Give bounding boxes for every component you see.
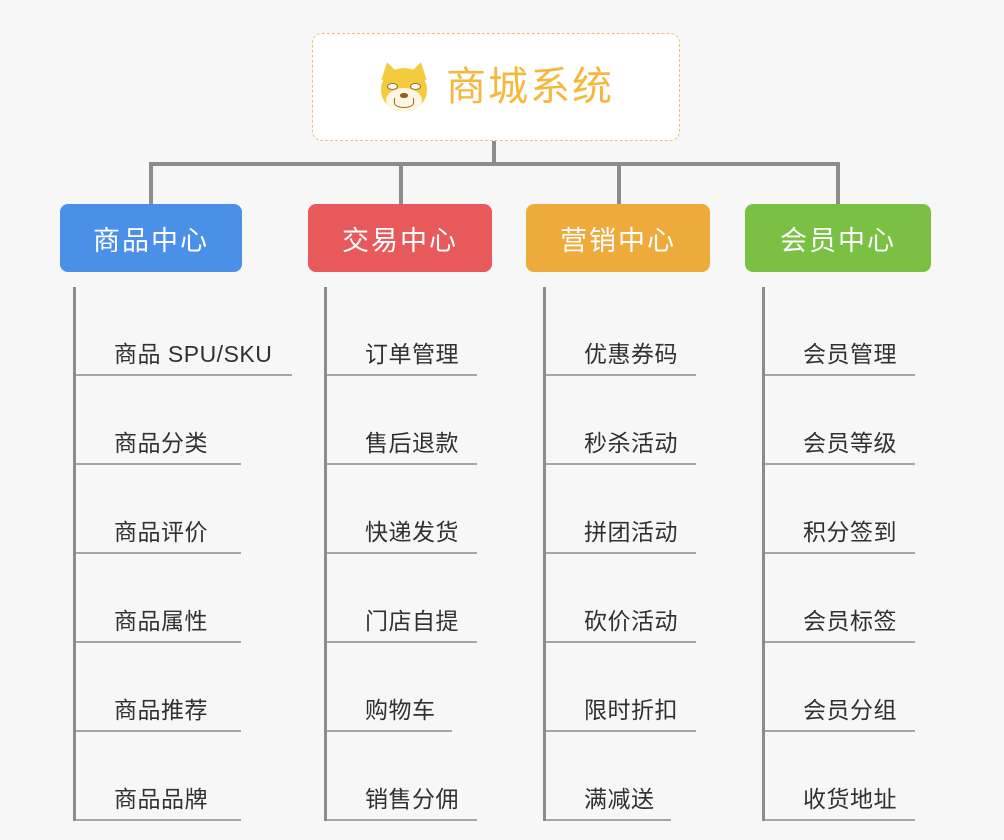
leaf-label: 会员管理 bbox=[803, 341, 897, 367]
leaf-item[interactable]: 会员等级 bbox=[765, 376, 931, 465]
leaf-underline bbox=[327, 552, 477, 554]
leaf-underline bbox=[546, 463, 696, 465]
leaf-label: 商品评价 bbox=[114, 519, 208, 545]
leaf-underline bbox=[327, 641, 477, 643]
leaf-group-product-center: 商品 SPU/SKU 商品分类商品评价商品属性商品推荐商品品牌 bbox=[73, 287, 292, 821]
leaf-underline bbox=[765, 552, 915, 554]
leaf-item[interactable]: 商品品牌 bbox=[76, 732, 272, 821]
drop-product-center bbox=[149, 162, 153, 204]
leaf-item[interactable]: 会员分组 bbox=[765, 643, 931, 732]
leaf-group-marketing-center: 优惠券码秒杀活动拼团活动砍价活动限时折扣满减送 bbox=[543, 287, 710, 821]
leaf-item[interactable]: 商品 SPU/SKU bbox=[76, 287, 292, 376]
leaf-item[interactable]: 拼团活动 bbox=[546, 465, 710, 554]
leaf-label: 会员分组 bbox=[803, 697, 897, 723]
leaf-underline bbox=[76, 552, 241, 554]
leaf-label: 秒杀活动 bbox=[584, 430, 678, 456]
drop-member-center bbox=[836, 162, 840, 204]
column-trade-center: 交易中心订单管理售后退款快递发货门店自提购物车销售分佣 bbox=[308, 204, 492, 821]
leaf-label: 商品品牌 bbox=[114, 786, 208, 812]
leaf-label: 购物车 bbox=[365, 697, 436, 723]
leaf-item[interactable]: 订单管理 bbox=[327, 287, 492, 376]
leaf-label: 限时折扣 bbox=[584, 697, 678, 723]
leaf-item[interactable]: 门店自提 bbox=[327, 554, 492, 643]
leaf-label: 拼团活动 bbox=[584, 519, 678, 545]
leaf-item[interactable]: 售后退款 bbox=[327, 376, 492, 465]
leaf-underline bbox=[327, 374, 477, 376]
column-marketing-center: 营销中心优惠券码秒杀活动拼团活动砍价活动限时折扣满减送 bbox=[526, 204, 710, 821]
drop-trade-center bbox=[399, 162, 403, 204]
leaf-item[interactable]: 商品属性 bbox=[76, 554, 272, 643]
leaf-label: 商品分类 bbox=[114, 430, 208, 456]
leaf-item[interactable]: 秒杀活动 bbox=[546, 376, 710, 465]
root-node[interactable]: 商城系统 bbox=[312, 33, 680, 141]
leaf-item[interactable]: 销售分佣 bbox=[327, 732, 492, 821]
leaf-item[interactable]: 优惠券码 bbox=[546, 287, 710, 376]
leaf-underline bbox=[765, 374, 915, 376]
category-box-trade-center[interactable]: 交易中心 bbox=[308, 204, 492, 272]
leaf-label: 门店自提 bbox=[365, 608, 459, 634]
category-box-member-center[interactable]: 会员中心 bbox=[745, 204, 931, 272]
leaf-underline bbox=[76, 641, 241, 643]
leaf-item[interactable]: 商品分类 bbox=[76, 376, 272, 465]
leaf-item[interactable]: 收货地址 bbox=[765, 732, 931, 821]
leaf-underline bbox=[76, 463, 241, 465]
leaf-item[interactable]: 商品推荐 bbox=[76, 643, 272, 732]
leaf-label: 商品 SPU/SKU bbox=[114, 341, 273, 367]
leaf-underline bbox=[546, 552, 696, 554]
leaf-item[interactable]: 商品评价 bbox=[76, 465, 272, 554]
drop-marketing-center bbox=[617, 162, 621, 204]
horizontal-bus bbox=[149, 162, 840, 166]
leaf-underline bbox=[327, 463, 477, 465]
leaf-label: 商品推荐 bbox=[114, 697, 208, 723]
leaf-underline bbox=[76, 730, 241, 732]
column-member-center: 会员中心会员管理会员等级积分签到会员标签会员分组收货地址 bbox=[745, 204, 931, 821]
leaf-label: 满减送 bbox=[584, 786, 655, 812]
leaf-label: 快递发货 bbox=[365, 519, 459, 545]
leaf-item[interactable]: 满减送 bbox=[546, 732, 710, 821]
leaf-underline bbox=[76, 374, 292, 376]
leaf-label: 商品属性 bbox=[114, 608, 208, 634]
leaf-label: 会员标签 bbox=[803, 608, 897, 634]
leaf-group-member-center: 会员管理会员等级积分签到会员标签会员分组收货地址 bbox=[762, 287, 931, 821]
leaf-label: 收货地址 bbox=[803, 786, 897, 812]
root-title: 商城系统 bbox=[446, 65, 614, 109]
category-box-product-center[interactable]: 商品中心 bbox=[60, 204, 242, 272]
leaf-label: 售后退款 bbox=[365, 430, 459, 456]
leaf-underline bbox=[546, 374, 696, 376]
leaf-underline bbox=[765, 463, 915, 465]
leaf-item[interactable]: 快递发货 bbox=[327, 465, 492, 554]
leaf-underline bbox=[327, 819, 477, 821]
category-box-marketing-center[interactable]: 营销中心 bbox=[526, 204, 710, 272]
leaf-label: 砍价活动 bbox=[584, 608, 678, 634]
leaf-underline bbox=[327, 730, 452, 732]
leaf-item[interactable]: 积分签到 bbox=[765, 465, 931, 554]
leaf-underline bbox=[765, 641, 915, 643]
leaf-label: 优惠券码 bbox=[584, 341, 678, 367]
root-stem bbox=[492, 141, 496, 166]
leaf-item[interactable]: 会员标签 bbox=[765, 554, 931, 643]
leaf-item[interactable]: 限时折扣 bbox=[546, 643, 710, 732]
leaf-label: 积分签到 bbox=[803, 519, 897, 545]
leaf-underline bbox=[546, 730, 696, 732]
column-product-center: 商品中心商品 SPU/SKU 商品分类商品评价商品属性商品推荐商品品牌 bbox=[60, 204, 292, 821]
leaf-underline bbox=[765, 819, 915, 821]
shiba-dog-icon bbox=[377, 59, 431, 112]
leaf-underline bbox=[546, 819, 671, 821]
leaf-underline bbox=[765, 730, 915, 732]
leaf-label: 会员等级 bbox=[803, 430, 897, 456]
leaf-underline bbox=[546, 641, 696, 643]
leaf-label: 销售分佣 bbox=[365, 786, 459, 812]
leaf-label: 订单管理 bbox=[365, 341, 459, 367]
leaf-underline bbox=[76, 819, 241, 821]
leaf-group-trade-center: 订单管理售后退款快递发货门店自提购物车销售分佣 bbox=[324, 287, 492, 821]
leaf-item[interactable]: 会员管理 bbox=[765, 287, 931, 376]
leaf-item[interactable]: 砍价活动 bbox=[546, 554, 710, 643]
leaf-item[interactable]: 购物车 bbox=[327, 643, 492, 732]
